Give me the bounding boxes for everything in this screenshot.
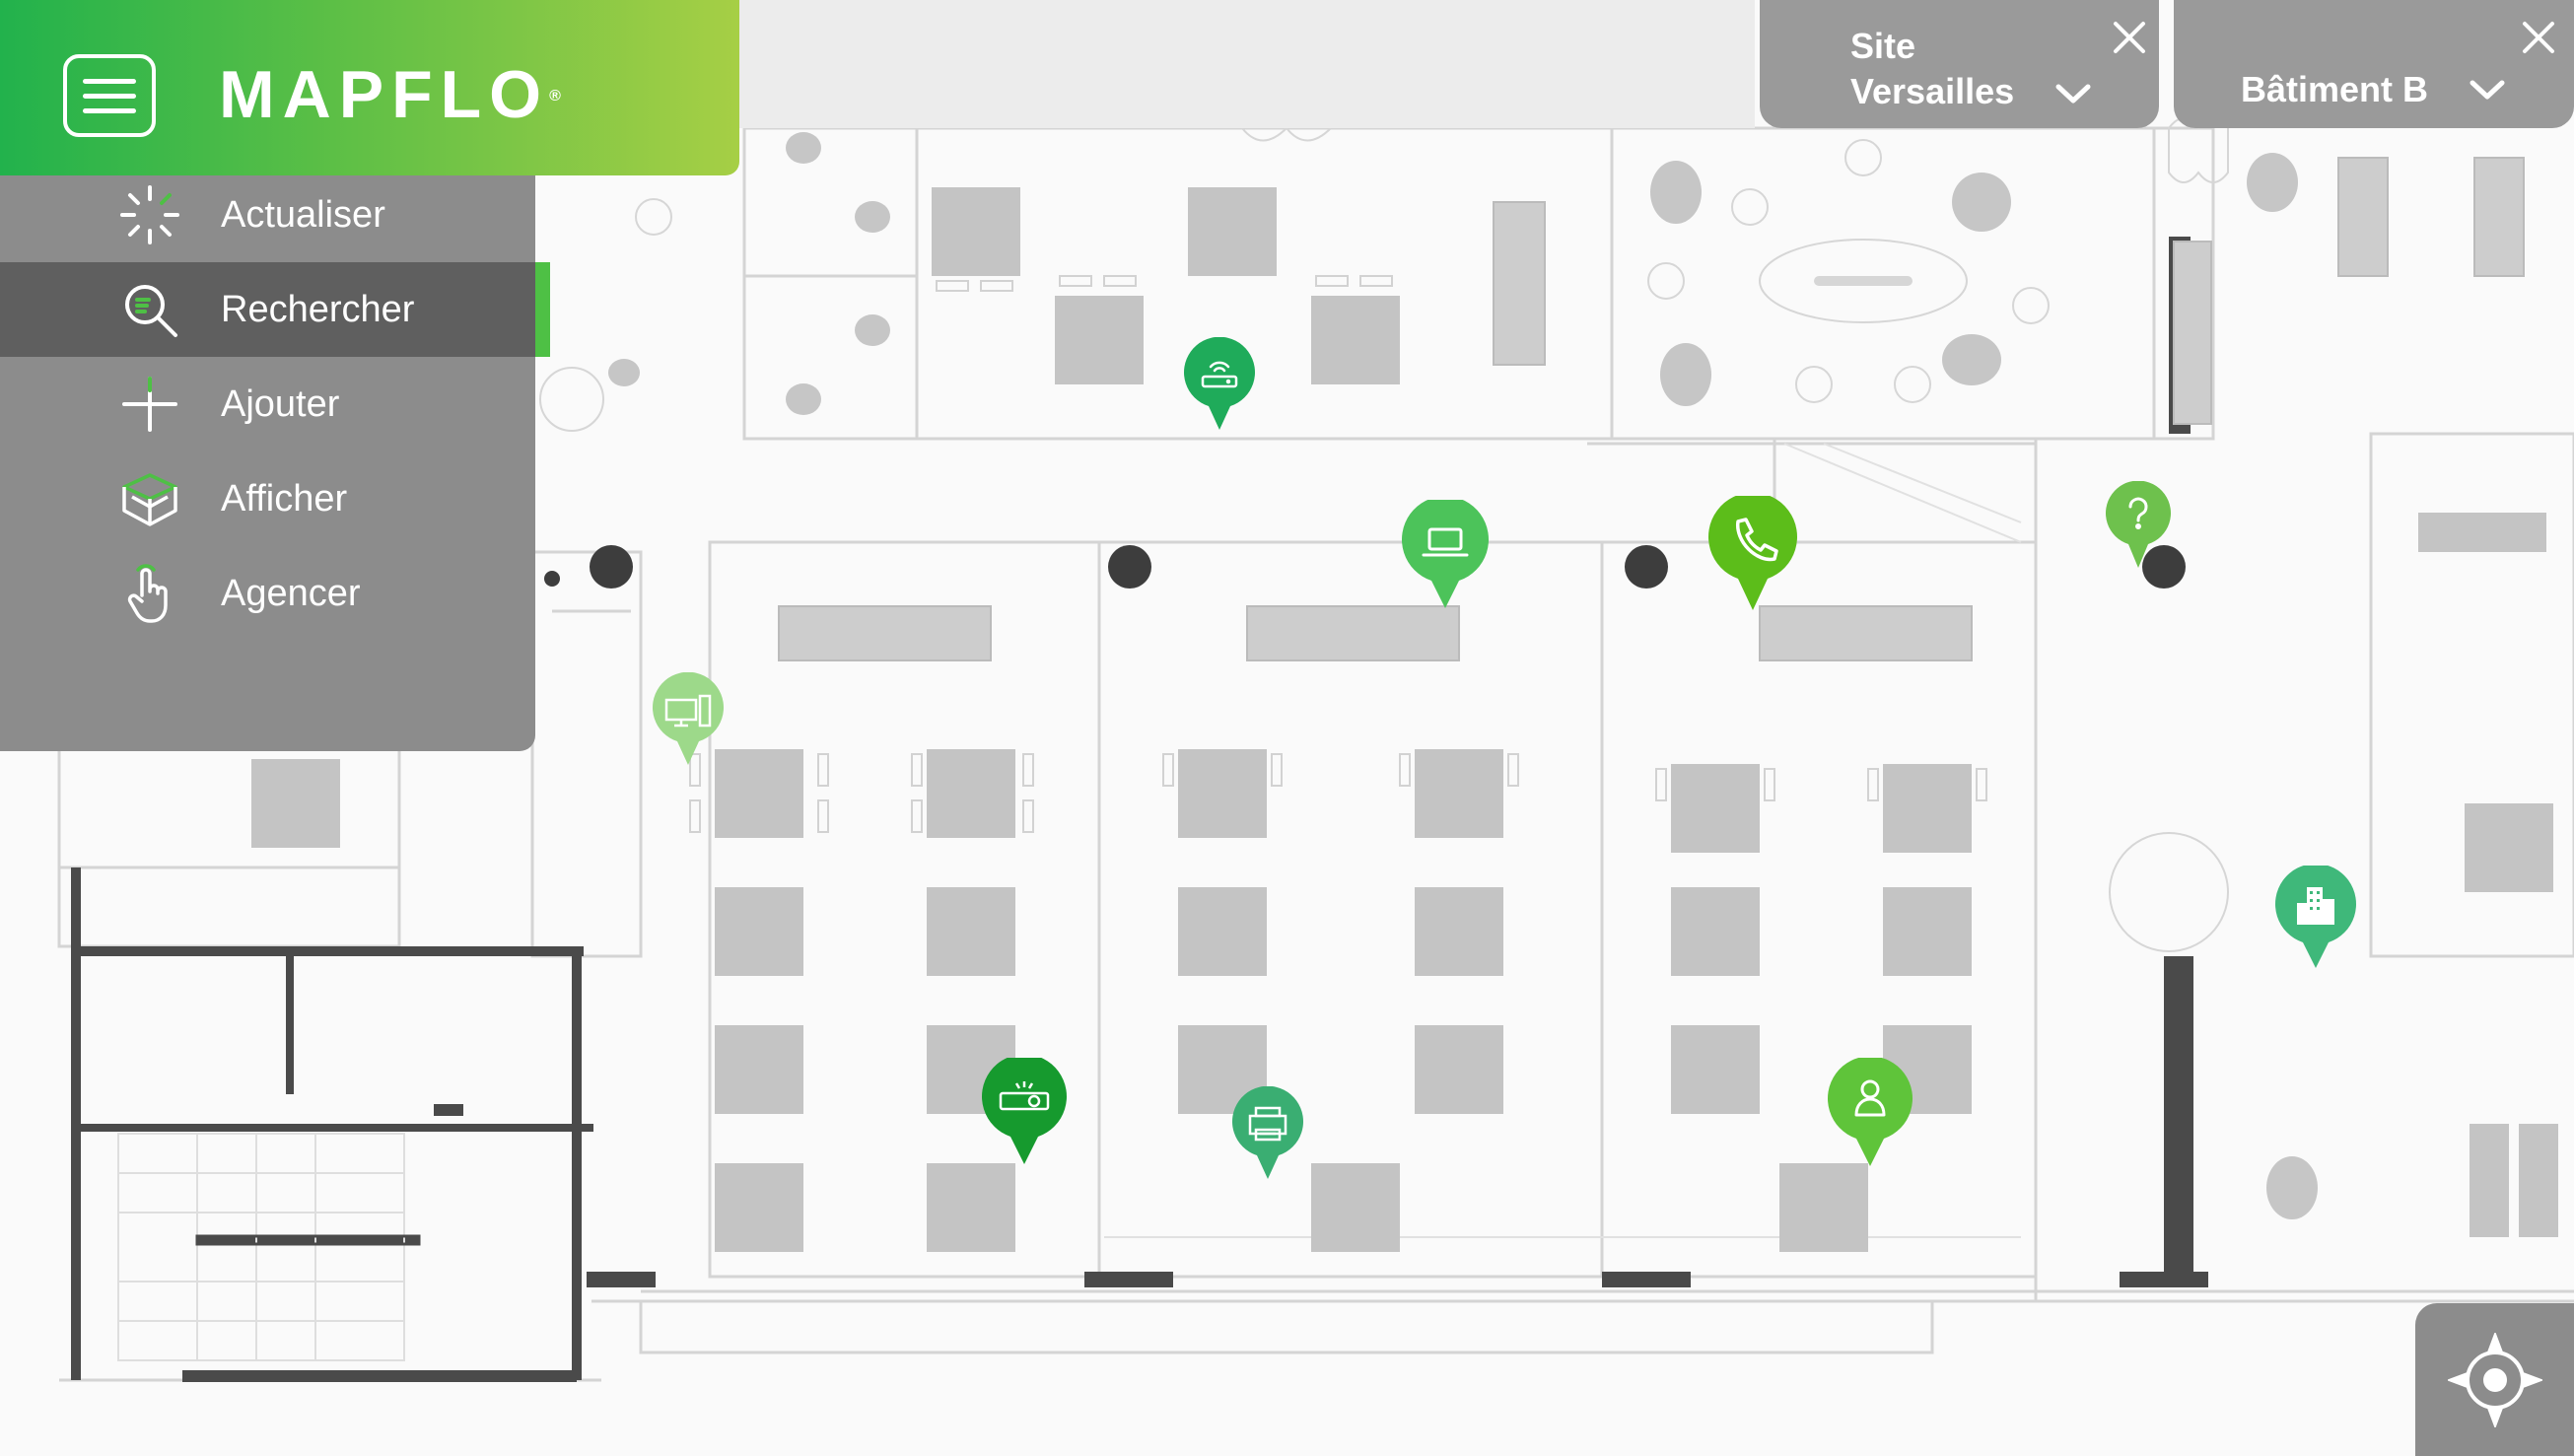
close-icon[interactable] bbox=[2110, 18, 2149, 57]
logo-text: MAPFLO bbox=[219, 57, 550, 132]
search-icon bbox=[110, 270, 189, 349]
menu-item-label: Actualiser bbox=[221, 193, 385, 236]
top-bar-background bbox=[730, 0, 1755, 128]
hamburger-line-icon bbox=[83, 78, 136, 84]
refresh-icon bbox=[110, 175, 189, 254]
router-icon bbox=[1201, 361, 1238, 388]
phone-pin[interactable] bbox=[1706, 496, 1799, 612]
menu-item-ajouter[interactable]: Ajouter bbox=[0, 357, 535, 451]
projector-pin[interactable] bbox=[981, 1058, 1068, 1166]
laptop-icon bbox=[1422, 527, 1469, 557]
person-pin[interactable] bbox=[1827, 1058, 1913, 1168]
app-logo: MAPFLO® bbox=[219, 59, 561, 130]
menu-item-label: Ajouter bbox=[221, 382, 340, 425]
chevron-down-icon[interactable] bbox=[2468, 77, 2507, 103]
hamburger-line-icon bbox=[83, 93, 136, 99]
logo-registered-mark: ® bbox=[549, 88, 561, 104]
site-dropdown[interactable]: Site Versailles bbox=[1760, 0, 2159, 128]
building-icon bbox=[2297, 887, 2334, 925]
side-menu: Actualiser Rechercher Ajouter bbox=[0, 168, 550, 751]
laptop-pin[interactable] bbox=[1400, 500, 1491, 610]
menu-item-label: Agencer bbox=[221, 572, 361, 614]
printer-pin[interactable] bbox=[1230, 1086, 1305, 1181]
crosshair-target-icon bbox=[2447, 1332, 2542, 1427]
building-pin[interactable] bbox=[2273, 866, 2358, 970]
hamburger-line-icon bbox=[83, 107, 136, 113]
person-icon bbox=[1854, 1079, 1886, 1117]
desktop-computer-icon bbox=[664, 694, 712, 728]
site-dropdown-value: Versailles bbox=[1850, 71, 2015, 111]
help-pin[interactable] bbox=[2104, 481, 2173, 570]
close-icon[interactable] bbox=[2519, 18, 2558, 57]
phone-icon bbox=[1736, 518, 1778, 562]
site-dropdown-label-line1: Site bbox=[1850, 26, 1916, 66]
layers-cube-icon bbox=[110, 459, 189, 538]
menu-item-agencer[interactable]: Agencer bbox=[0, 546, 535, 641]
app-header: MAPFLO® bbox=[0, 0, 739, 175]
menu-item-afficher[interactable]: Afficher bbox=[0, 451, 535, 546]
printer-icon bbox=[1248, 1106, 1287, 1142]
wifi-router-pin[interactable] bbox=[1181, 337, 1258, 432]
building-dropdown-value: Bâtiment B bbox=[2241, 69, 2429, 109]
menu-item-label: Rechercher bbox=[221, 288, 415, 330]
menu-item-rechercher[interactable]: Rechercher bbox=[0, 262, 550, 357]
menu-item-label: Afficher bbox=[221, 477, 348, 520]
workstation-pin[interactable] bbox=[651, 672, 726, 767]
question-icon bbox=[2128, 497, 2148, 529]
projector-icon bbox=[999, 1081, 1050, 1111]
building-dropdown[interactable]: Bâtiment B bbox=[2174, 0, 2574, 128]
site-dropdown-label: Site Versailles bbox=[1850, 24, 2014, 114]
hamburger-menu-button[interactable] bbox=[63, 54, 156, 137]
plus-icon bbox=[110, 365, 189, 444]
locate-me-button[interactable] bbox=[2415, 1303, 2574, 1456]
menu-item-actualiser[interactable]: Actualiser bbox=[0, 168, 535, 262]
hand-pointer-icon bbox=[110, 554, 189, 633]
chevron-down-icon[interactable] bbox=[2053, 81, 2093, 106]
